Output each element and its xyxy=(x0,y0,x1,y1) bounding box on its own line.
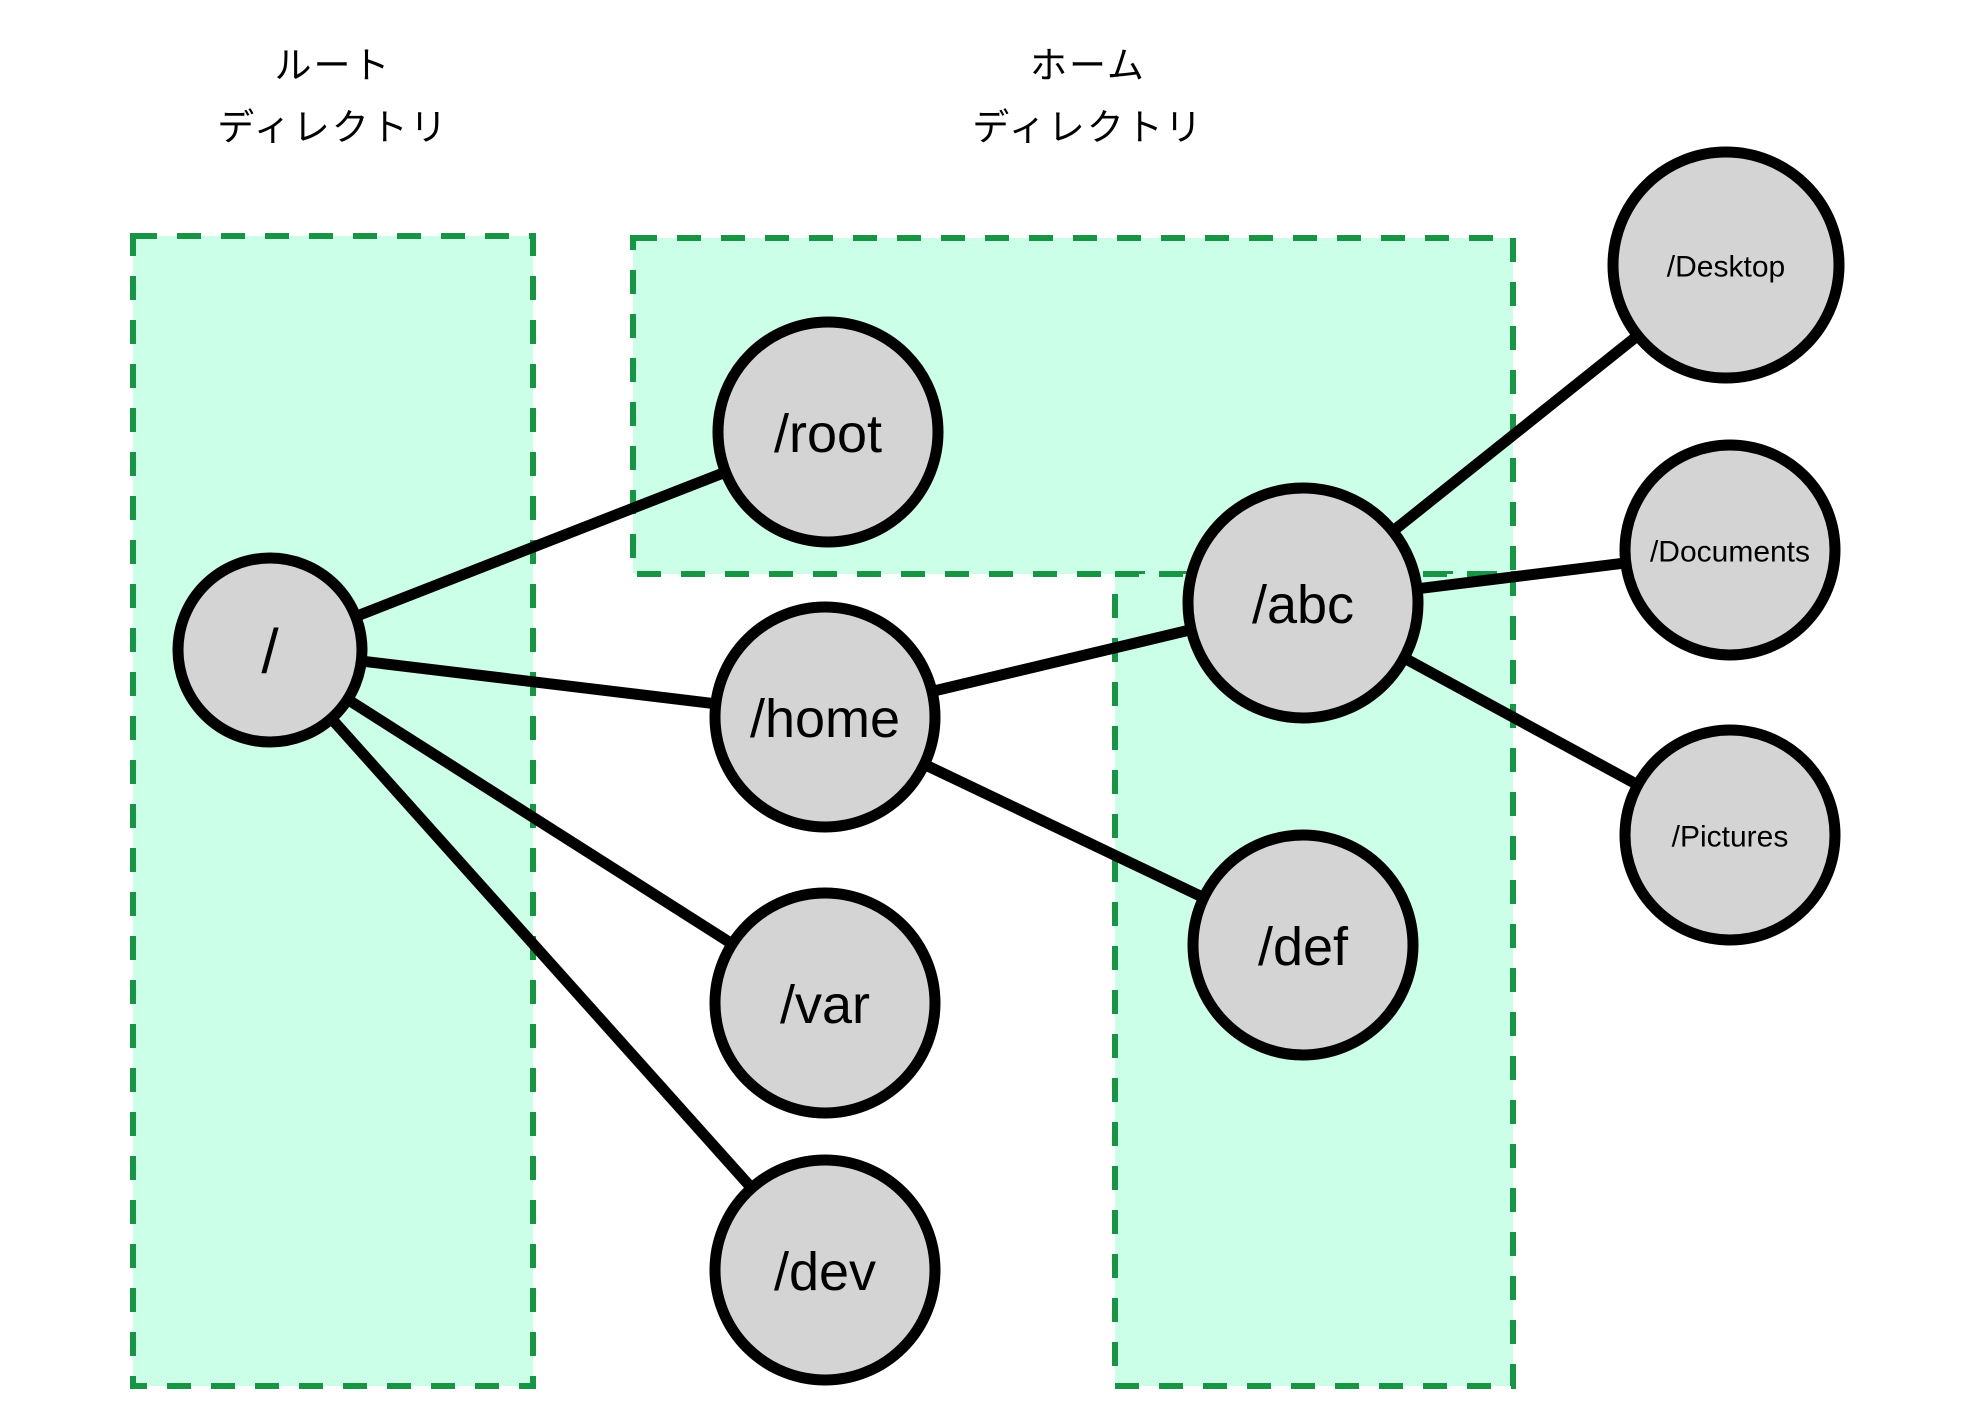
node-circle-home xyxy=(709,601,941,833)
edge-root-to-dev xyxy=(324,711,759,1195)
edge-abc-to-documents xyxy=(1412,556,1631,595)
edge-layer xyxy=(324,328,1645,1195)
edge-root-to-rootdir xyxy=(349,465,732,624)
node-circle-abc xyxy=(1182,482,1424,724)
edge-root-to-var xyxy=(341,692,739,951)
node-def[interactable]: /def xyxy=(1187,829,1419,1061)
node-root-dir[interactable]: /root xyxy=(712,316,944,548)
node-root[interactable]: / xyxy=(172,552,368,748)
node-dev[interactable]: /dev xyxy=(709,1154,941,1386)
node-circle-documents xyxy=(1619,439,1841,661)
node-label-dev: /dev xyxy=(774,1242,876,1302)
node-home[interactable]: /home xyxy=(709,601,941,833)
node-circle-dev xyxy=(709,1154,941,1386)
node-label-abc: /abc xyxy=(1252,575,1354,635)
node-circle-desktop xyxy=(1607,146,1845,384)
edge-abc-to-pictures xyxy=(1397,651,1644,792)
region-label-root-directory-line2: ディレクトリ xyxy=(217,106,448,149)
node-label-documents: /Documents xyxy=(1650,536,1810,569)
node-circle-root-dir xyxy=(712,316,944,548)
node-circle-def xyxy=(1187,829,1419,1061)
node-abc[interactable]: /abc xyxy=(1182,482,1424,724)
node-label-root: / xyxy=(261,618,279,687)
edge-home-to-def xyxy=(918,757,1210,905)
edge-abc-to-desktop xyxy=(1386,328,1645,539)
node-pictures[interactable]: /Pictures xyxy=(1619,724,1841,946)
node-documents[interactable]: /Documents xyxy=(1619,439,1841,661)
region-label-home-directory-line1: ホーム xyxy=(1030,44,1146,87)
node-label-var: /var xyxy=(780,975,870,1035)
node-label-home: /home xyxy=(750,689,900,749)
node-circle-var xyxy=(709,887,941,1119)
node-label-desktop: /Desktop xyxy=(1667,251,1785,284)
node-circle-root xyxy=(172,552,368,748)
zone-root-zone xyxy=(130,233,536,1389)
node-layer: / /root/home/var/dev/abc/def/Desktop/Docu… xyxy=(172,146,1845,1386)
node-desktop[interactable]: /Desktop xyxy=(1607,146,1845,384)
region-label-root-directory-line1: ルート xyxy=(275,44,392,87)
region-label-home-directory-line2: ディレクトリ xyxy=(972,106,1203,149)
node-label-root-dir: /root xyxy=(774,404,882,464)
node-circle-pictures xyxy=(1619,724,1841,946)
edge-root-to-home xyxy=(356,655,721,710)
node-var[interactable]: /var xyxy=(709,887,941,1119)
node-label-def: /def xyxy=(1258,917,1349,977)
edge-home-to-abc xyxy=(926,623,1197,698)
node-label-pictures: /Pictures xyxy=(1672,821,1789,854)
